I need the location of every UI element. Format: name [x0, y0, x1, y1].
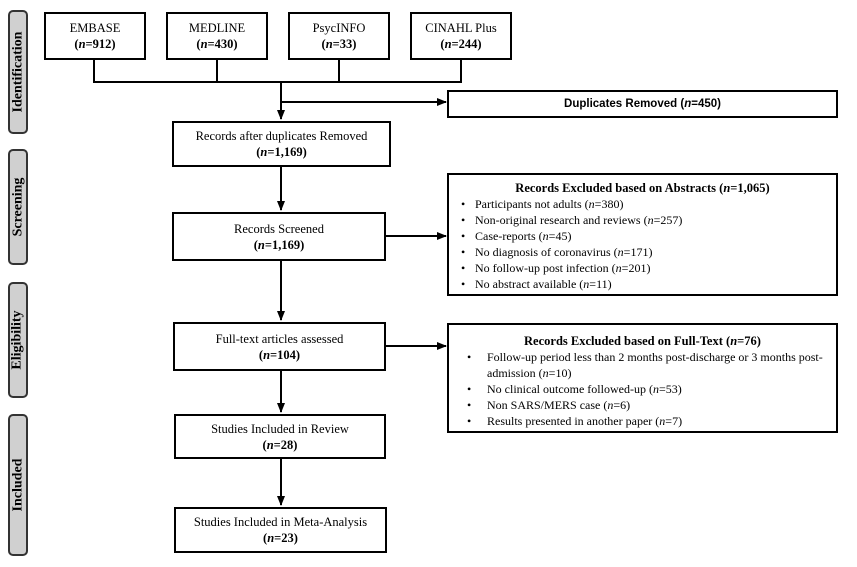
- abstract-exclusion-box: Records Excluded based on Abstracts (n=1…: [447, 173, 838, 296]
- phase-identification: Identification: [8, 10, 28, 134]
- source-box-cinahl: CINAHL Plus (n=244): [410, 12, 512, 60]
- list-item: No abstract available (n=11): [461, 276, 828, 292]
- source-count: (n=244): [440, 37, 482, 51]
- phase-screening-label: Screening: [10, 177, 26, 237]
- records-screened-box: Records Screened (n=1,169): [172, 212, 386, 261]
- list-item: Participants not adults (n=380): [461, 196, 828, 212]
- review-box: Studies Included in Review (n=28): [174, 414, 386, 459]
- source-count: (n=430): [196, 37, 238, 51]
- fulltext-exclusion-title: Records Excluded based on Full-Text (n=7…: [524, 334, 761, 348]
- phase-identification-label: Identification: [10, 31, 26, 113]
- source-name: PsycINFO: [312, 21, 366, 35]
- source-count: (n=912): [74, 37, 116, 51]
- abstract-exclusion-title: Records Excluded based on Abstracts (n=1…: [515, 181, 770, 195]
- phase-eligibility: Eligibility: [8, 282, 28, 398]
- meta-analysis-box: Studies Included in Meta-Analysis (n=23): [174, 507, 387, 553]
- list-item: No diagnosis of coronavirus (n=171): [461, 244, 828, 260]
- after-duplicates-label: Records after duplicates Removed: [195, 129, 368, 143]
- source-box-medline: MEDLINE (n=430): [166, 12, 268, 60]
- list-item: No follow-up post infection (n=201): [461, 260, 828, 276]
- fulltext-assessed-label: Full-text articles assessed: [215, 331, 344, 346]
- fulltext-assessed-count: (n=104): [258, 347, 301, 362]
- review-label: Studies Included in Review: [211, 421, 349, 436]
- duplicates-removed-box: Duplicates Removed (n=450): [447, 90, 838, 118]
- source-name: CINAHL Plus: [425, 21, 497, 35]
- source-box-embase: EMBASE (n=912): [44, 12, 146, 60]
- fulltext-exclusion-list: Follow-up period less than 2 months post…: [457, 349, 828, 429]
- phase-screening: Screening: [8, 149, 28, 265]
- after-duplicates-count: (n=1,169): [256, 145, 307, 159]
- review-count: (n=28): [262, 437, 298, 452]
- records-screened-label: Records Screened: [234, 221, 324, 236]
- meta-analysis-count: (n=23): [263, 531, 298, 545]
- phase-eligibility-label: Eligibility: [10, 310, 25, 370]
- list-item: Follow-up period less than 2 months post…: [467, 349, 828, 381]
- list-item: Non-original research and reviews (n=257…: [461, 212, 828, 228]
- abstract-exclusion-list: Participants not adults (n=380) Non-orig…: [457, 196, 828, 292]
- duplicates-removed-text: Duplicates Removed (n=450): [564, 98, 721, 110]
- list-item: Non SARS/MERS case (n=6): [467, 397, 828, 413]
- source-count: (n=33): [321, 37, 357, 51]
- fulltext-exclusion-box: Records Excluded based on Full-Text (n=7…: [447, 323, 838, 433]
- fulltext-assessed-box: Full-text articles assessed (n=104): [173, 322, 386, 371]
- list-item: No clinical outcome followed-up (n=53): [467, 381, 828, 397]
- list-item: Case-reports (n=45): [461, 228, 828, 244]
- phase-included-label: Included: [10, 458, 26, 512]
- phase-included: Included: [8, 414, 28, 556]
- meta-analysis-label: Studies Included in Meta-Analysis: [193, 515, 368, 529]
- after-duplicates-box: Records after duplicates Removed (n=1,16…: [172, 121, 391, 167]
- source-name: EMBASE: [69, 21, 121, 35]
- records-screened-count: (n=1,169): [253, 237, 305, 252]
- list-item: Results presented in another paper (n=7): [467, 413, 828, 429]
- source-name: MEDLINE: [188, 21, 246, 35]
- source-box-psycinfo: PsycINFO (n=33): [288, 12, 390, 60]
